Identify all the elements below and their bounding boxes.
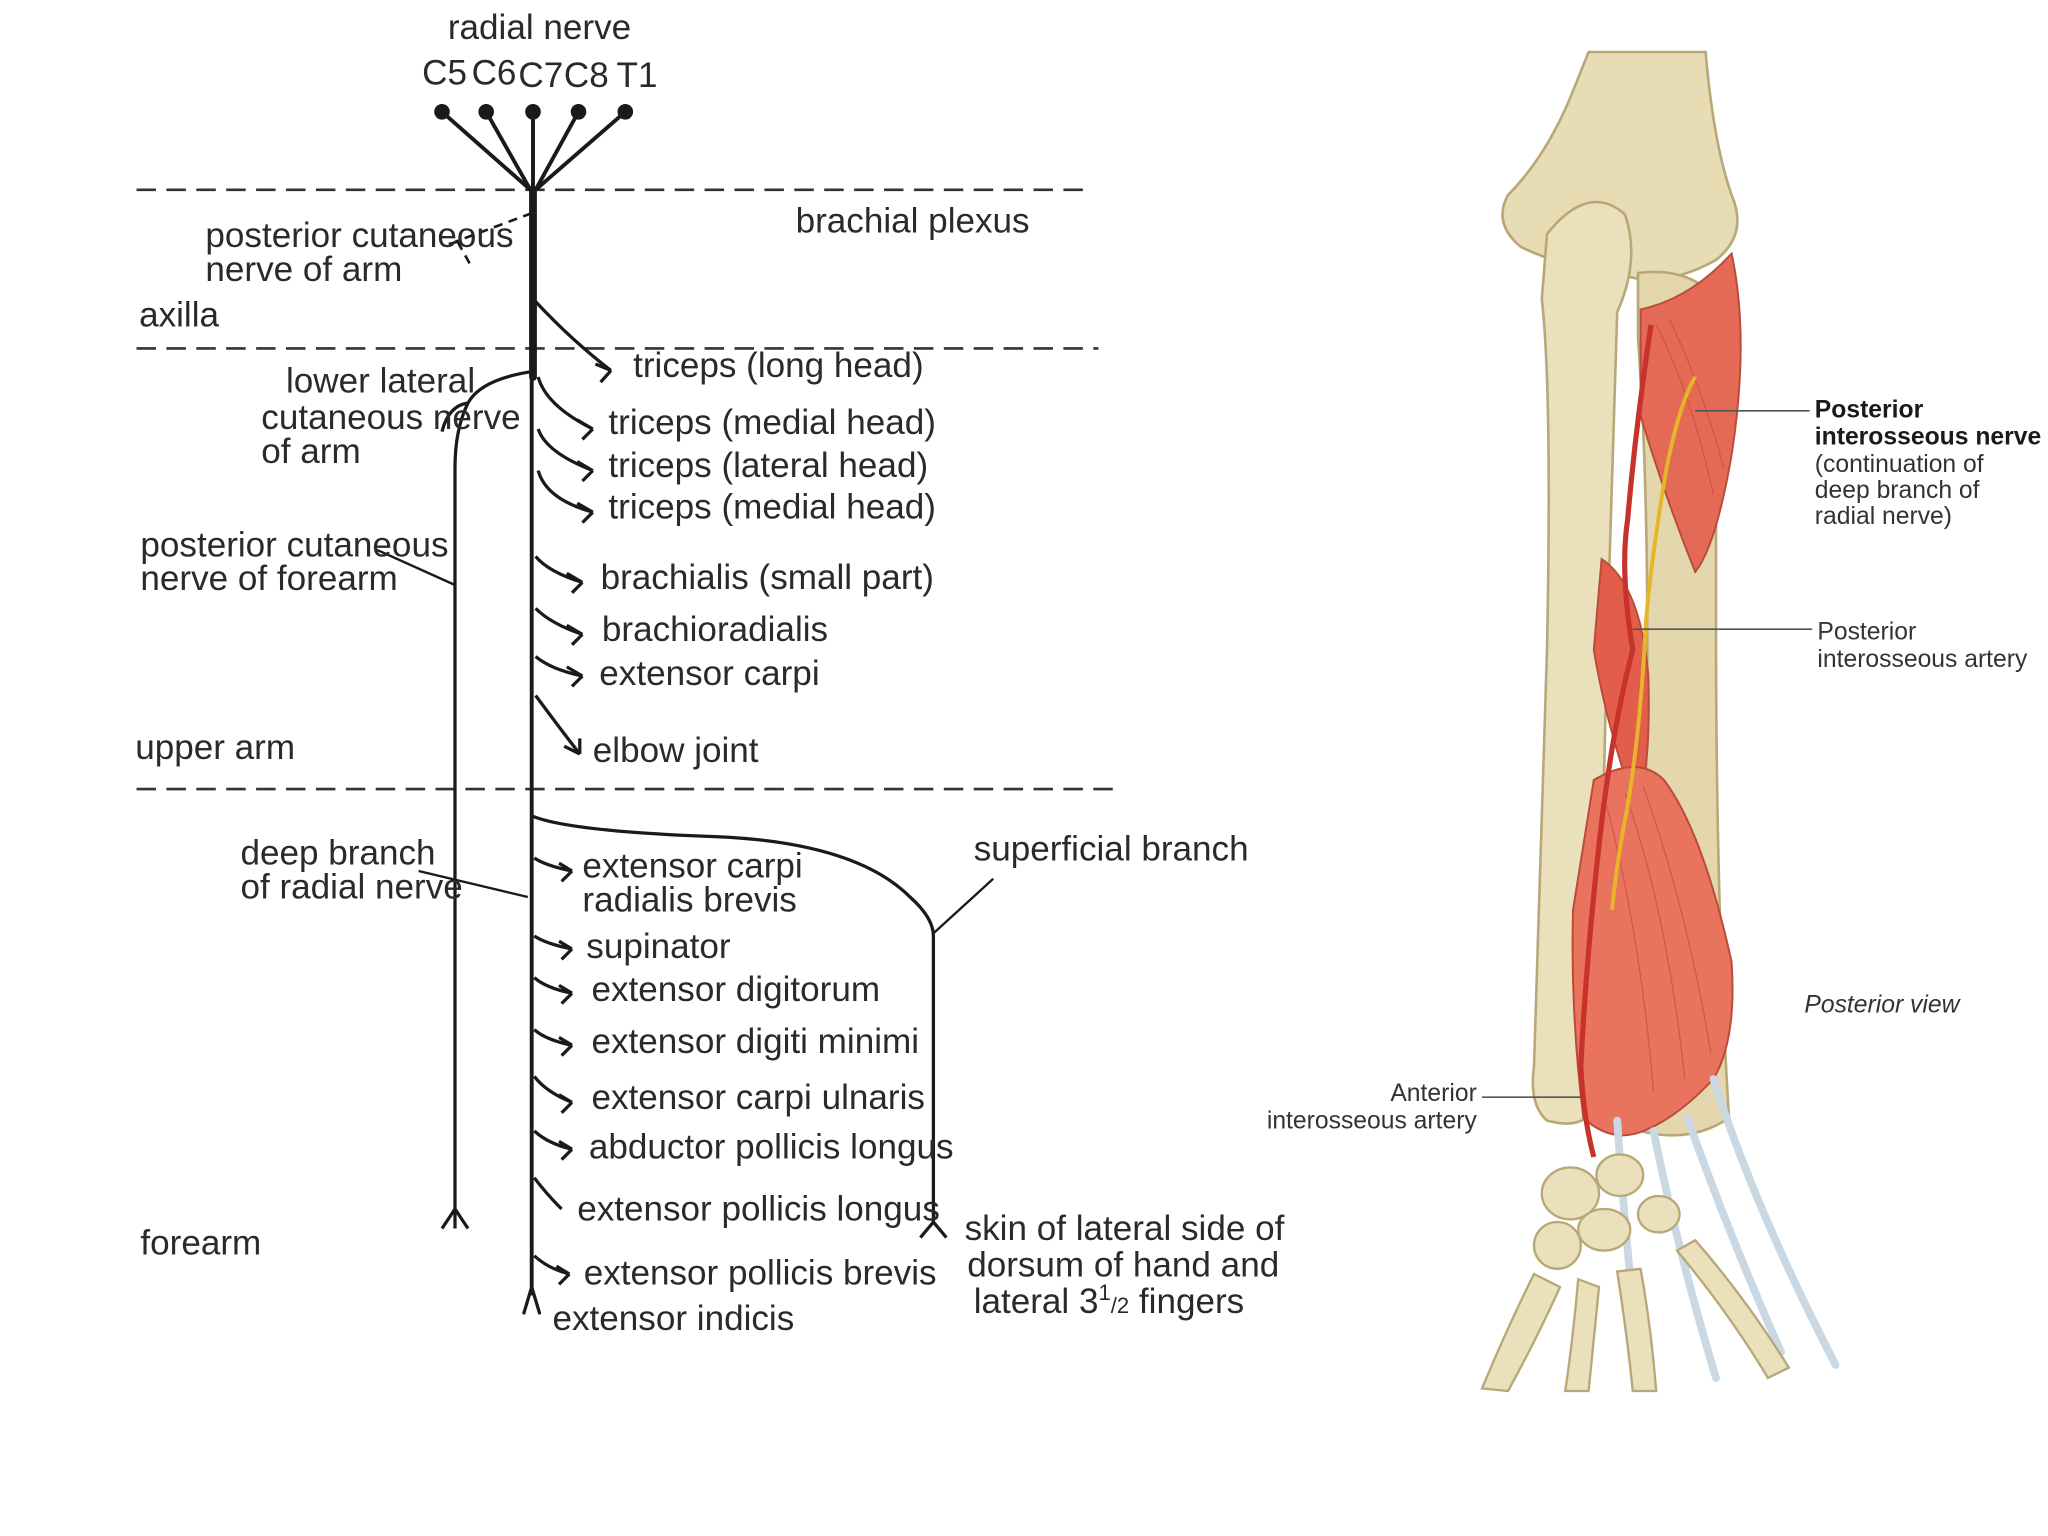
label-epl: extensor pollicis longus xyxy=(577,1190,940,1229)
label-triceps-medial-head-1: triceps (medial head) xyxy=(608,403,936,442)
label-brachioradialis: brachioradialis xyxy=(602,610,828,649)
label-skin-3: lateral 31/2 fingers xyxy=(974,1280,1245,1321)
nerve-roots xyxy=(434,103,634,192)
root-label-t1: T1 xyxy=(617,56,658,95)
label-triceps-long-head: triceps (long head) xyxy=(633,346,924,385)
label-skin-1: skin of lateral side of xyxy=(965,1209,1285,1248)
label-brachialis: brachialis (small part) xyxy=(601,558,934,597)
label-post-cutaneous-arm-2: nerve of arm xyxy=(205,250,402,289)
main-trunk xyxy=(522,185,542,1315)
root-dot-c7 xyxy=(525,103,541,120)
label-triceps-lateral-head: triceps (lateral head) xyxy=(608,446,928,485)
label-pin-note-2: deep branch of xyxy=(1815,477,1980,504)
label-pin-note-1: (continuation of xyxy=(1815,451,1984,478)
label-apl: abductor pollicis longus xyxy=(589,1127,954,1166)
label-ecrb-2: radialis brevis xyxy=(582,880,796,919)
diagram-title: radial nerve xyxy=(448,8,631,47)
label-epb: extensor pollicis brevis xyxy=(584,1253,937,1292)
label-pin-title-1: Posterior xyxy=(1815,396,1924,423)
label-ant-artery-2: interosseous artery xyxy=(1267,1107,1478,1134)
post-cutaneous-arm-branch xyxy=(446,211,533,266)
label-ext-indicis: extensor indicis xyxy=(553,1299,795,1338)
label-post-cutaneous-forearm-2: nerve of forearm xyxy=(140,559,397,598)
region-dividers xyxy=(136,188,1118,791)
label-pin-title-2: interosseous nerve xyxy=(1815,424,2041,451)
label-posterior-view: Posterior view xyxy=(1804,992,1961,1019)
forearm-illustration: Posterior interosseous nerve (continuati… xyxy=(1267,50,2041,1393)
region-upper-arm: upper arm xyxy=(135,728,295,767)
label-triceps-medial-head-2: triceps (medial head) xyxy=(608,488,936,527)
label-supinator: supinator xyxy=(586,927,731,966)
root-label-c5: C5 xyxy=(422,54,467,93)
label-ecu: extensor carpi ulnaris xyxy=(592,1078,925,1117)
region-brachial-plexus: brachial plexus xyxy=(796,202,1030,241)
illustration-leaders xyxy=(1481,410,1813,1098)
label-ext-digitorum: extensor digitorum xyxy=(592,970,881,1009)
cutaneous-trunk xyxy=(376,370,531,1230)
posterior-interosseous-nerve xyxy=(1610,375,1697,911)
label-post-cutaneous-forearm-1: posterior cutaneous xyxy=(140,525,448,564)
label-lower-lateral-1: lower lateral xyxy=(286,362,475,401)
root-dot-c5 xyxy=(434,103,450,120)
root-dot-c8 xyxy=(570,103,587,120)
label-superficial-branch: superficial branch xyxy=(974,830,1249,869)
upper-arm-branches xyxy=(534,300,613,756)
upper-arm-branch-labels: triceps (long head) triceps (medial head… xyxy=(593,346,936,770)
root-dot-t1 xyxy=(617,103,634,120)
label-lower-lateral-3: of arm xyxy=(261,432,360,471)
region-axilla: axilla xyxy=(139,295,219,334)
deep-branch-leader xyxy=(418,869,529,899)
muscle-striations xyxy=(1606,318,1725,1093)
root-dot-c6 xyxy=(478,103,494,120)
schematic-diagram: radial nerve C5 C6 C7 C8 T1 brachial ple… xyxy=(135,8,1284,1338)
label-lower-lateral-2: cutaneous nerve xyxy=(261,398,520,437)
label-elbow-joint: elbow joint xyxy=(593,731,759,770)
label-ant-artery-1: Anterior xyxy=(1390,1080,1476,1107)
label-ecrb-1: extensor carpi xyxy=(582,846,802,885)
root-label-c6: C6 xyxy=(472,54,517,93)
label-post-artery-1: Posterior xyxy=(1817,619,1916,646)
label-skin-2: dorsum of hand and xyxy=(967,1246,1279,1285)
supinator-muscle xyxy=(1639,251,1742,574)
label-deep-branch-1: deep branch xyxy=(240,833,435,872)
label-deep-branch-2: of radial nerve xyxy=(240,867,462,906)
region-forearm: forearm xyxy=(140,1224,261,1263)
label-post-artery-2: interosseous artery xyxy=(1817,646,2028,673)
superficial-branch-line xyxy=(532,814,994,1239)
label-post-cutaneous-arm-1: posterior cutaneous xyxy=(205,216,513,255)
label-extensor-carpi: extensor carpi xyxy=(599,654,819,693)
hand-bones xyxy=(1480,1153,1791,1393)
root-label-c8: C8 xyxy=(564,56,609,95)
forearm-branches xyxy=(533,856,574,1286)
root-labels: C5 C6 C7 C8 T1 xyxy=(422,54,657,96)
label-pin-note-3: radial nerve) xyxy=(1815,503,1952,530)
forearm-branch-labels: extensor carpi radialis brevis supinator… xyxy=(553,846,954,1337)
posterior-interosseous-artery xyxy=(1578,324,1654,1158)
root-label-c7: C7 xyxy=(518,56,563,95)
label-ext-digiti-minimi: extensor digiti minimi xyxy=(592,1022,920,1061)
